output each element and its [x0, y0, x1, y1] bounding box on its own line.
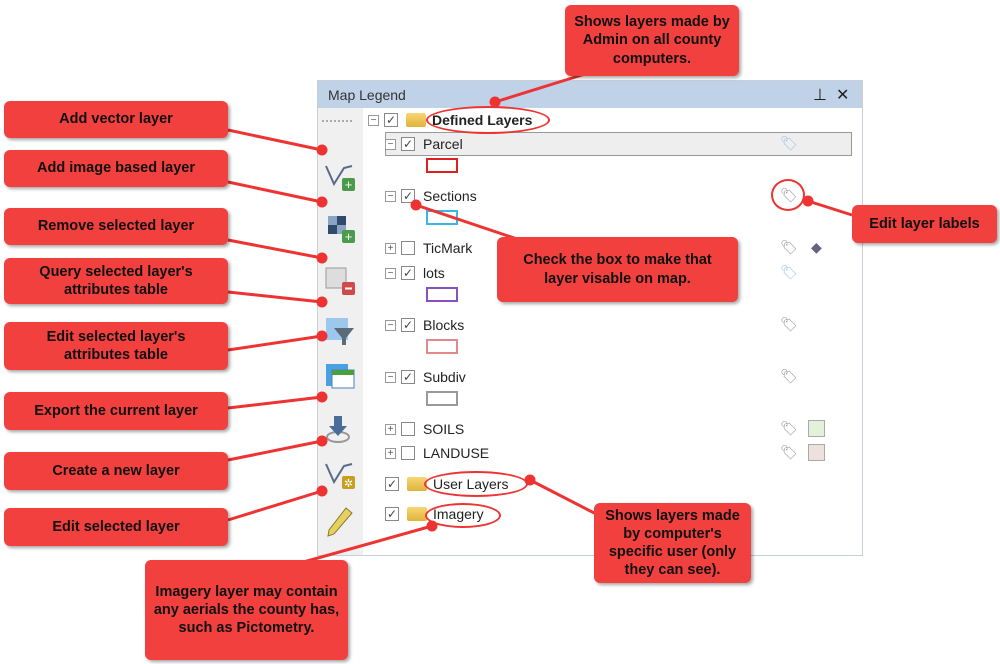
- selected-row-highlight: [385, 132, 852, 156]
- label-tag-icon[interactable]: 🏷: [780, 135, 798, 151]
- highlight-ring: [771, 179, 805, 211]
- layer-name: Blocks: [423, 317, 465, 333]
- svg-text:✲: ✲: [344, 478, 353, 490]
- callout-edit-labels: Edit layer labels: [852, 205, 997, 243]
- query-attributes-button[interactable]: [322, 314, 356, 346]
- layer-row-parcel[interactable]: −✓ Parcel: [385, 134, 463, 154]
- collapse-icon[interactable]: −: [385, 319, 396, 331]
- folder-icon: [407, 477, 427, 491]
- layer-row-subdiv[interactable]: −✓ Subdiv: [385, 367, 466, 387]
- folder-icon: [407, 507, 427, 521]
- toolbar-grip[interactable]: [322, 120, 352, 122]
- layer-name: Subdiv: [423, 369, 466, 385]
- svg-text:+: +: [345, 229, 353, 244]
- label-tag-icon[interactable]: 🏷: [780, 368, 798, 384]
- symbol-swatch: [426, 391, 458, 406]
- layer-row-lots[interactable]: −✓ lots: [385, 263, 445, 283]
- add-image-layer-button[interactable]: +: [322, 212, 356, 244]
- close-icon[interactable]: ✕: [836, 87, 850, 104]
- edit-layer-button[interactable]: [322, 506, 356, 538]
- label-tag-icon[interactable]: 🏷: [780, 239, 798, 255]
- layer-name: TicMark: [423, 240, 473, 256]
- layer-row-landuse[interactable]: + LANDUSE: [385, 443, 489, 463]
- callout-add-image: Add image based layer: [4, 150, 228, 187]
- export-layer-button[interactable]: [322, 412, 356, 444]
- layer-row-sections[interactable]: −✓ Sections: [385, 186, 477, 206]
- layer-row-ticmark[interactable]: + TicMark: [385, 238, 472, 258]
- label-tag-icon[interactable]: 🏷: [780, 444, 798, 460]
- layer-row-soils[interactable]: + SOILS: [385, 419, 464, 439]
- map-legend-panel: Map Legend ⊥ ✕ + + ✲ −✓Defined Layers −✓…: [317, 80, 863, 556]
- callout-imagery: Imagery layer may contain any aerials th…: [145, 560, 348, 660]
- layer-name: SOILS: [423, 421, 465, 437]
- layer-name: Sections: [423, 188, 477, 204]
- callout-export: Export the current layer: [4, 392, 228, 430]
- group-checkbox[interactable]: ✓: [385, 477, 399, 491]
- folder-icon: [406, 113, 426, 127]
- panel-title: Map Legend: [328, 87, 406, 103]
- layer-visibility-checkbox[interactable]: ✓: [401, 189, 415, 203]
- svg-text:+: +: [345, 177, 353, 192]
- pin-icon[interactable]: ⊥: [813, 87, 827, 104]
- layer-name: Parcel: [423, 136, 463, 152]
- label-tag-icon[interactable]: 🏷: [780, 264, 798, 280]
- layer-name: LANDUSE: [423, 445, 490, 461]
- edit-attributes-button[interactable]: [322, 360, 356, 392]
- symbol-swatch: [808, 420, 825, 437]
- layer-visibility-checkbox[interactable]: [401, 241, 415, 255]
- add-vector-layer-button[interactable]: +: [322, 160, 356, 192]
- collapse-icon[interactable]: −: [385, 371, 396, 383]
- symbol-swatch: [426, 339, 458, 354]
- group-checkbox[interactable]: ✓: [384, 113, 398, 127]
- layer-visibility-checkbox[interactable]: ✓: [401, 266, 415, 280]
- layer-visibility-checkbox[interactable]: ✓: [401, 137, 415, 151]
- symbol-swatch: [426, 158, 458, 173]
- callout-add-vector: Add vector layer: [4, 101, 228, 138]
- group-checkbox[interactable]: ✓: [385, 507, 399, 521]
- callout-query: Query selected layer's attributes table: [4, 258, 228, 304]
- layer-visibility-checkbox[interactable]: ✓: [401, 318, 415, 332]
- callout-admin-layers: Shows layers made by Admin on all county…: [565, 5, 739, 76]
- highlight-ring: [426, 106, 550, 134]
- expand-icon[interactable]: +: [385, 242, 396, 254]
- collapse-icon[interactable]: −: [385, 267, 396, 279]
- collapse-icon[interactable]: −: [385, 190, 396, 202]
- layer-visibility-checkbox[interactable]: ✓: [401, 370, 415, 384]
- highlight-ring: [424, 471, 528, 497]
- remove-layer-button[interactable]: [322, 264, 356, 296]
- expand-icon[interactable]: +: [385, 423, 396, 435]
- layer-visibility-checkbox[interactable]: [401, 446, 415, 460]
- collapse-icon[interactable]: −: [385, 138, 396, 150]
- collapse-icon[interactable]: −: [368, 114, 379, 126]
- layer-name: lots: [423, 265, 445, 281]
- symbol-swatch: [426, 287, 458, 302]
- symbol-swatch: [808, 444, 825, 461]
- highlight-ring: [425, 503, 501, 528]
- callout-edit-attributes: Edit selected layer's attributes table: [4, 322, 228, 370]
- symbol-swatch: [426, 210, 458, 225]
- callout-user-layers: Shows layers made by computer's specific…: [594, 503, 751, 583]
- callout-create: Create a new layer: [4, 452, 228, 490]
- label-tag-icon[interactable]: 🏷: [780, 420, 798, 436]
- panel-titlebar: Map Legend ⊥ ✕: [318, 81, 862, 108]
- expand-icon[interactable]: +: [385, 447, 396, 459]
- callout-checkbox: Check the box to make that layer visable…: [497, 237, 738, 302]
- diamond-symbol-icon: ◆: [811, 239, 822, 255]
- callout-remove: Remove selected layer: [4, 208, 228, 245]
- legend-toolbar: + + ✲: [318, 108, 363, 555]
- create-layer-button[interactable]: ✲: [322, 458, 356, 490]
- callout-edit-layer: Edit selected layer: [4, 508, 228, 546]
- layer-visibility-checkbox[interactable]: [401, 422, 415, 436]
- label-tag-icon[interactable]: 🏷: [780, 316, 798, 332]
- layer-row-blocks[interactable]: −✓ Blocks: [385, 315, 464, 335]
